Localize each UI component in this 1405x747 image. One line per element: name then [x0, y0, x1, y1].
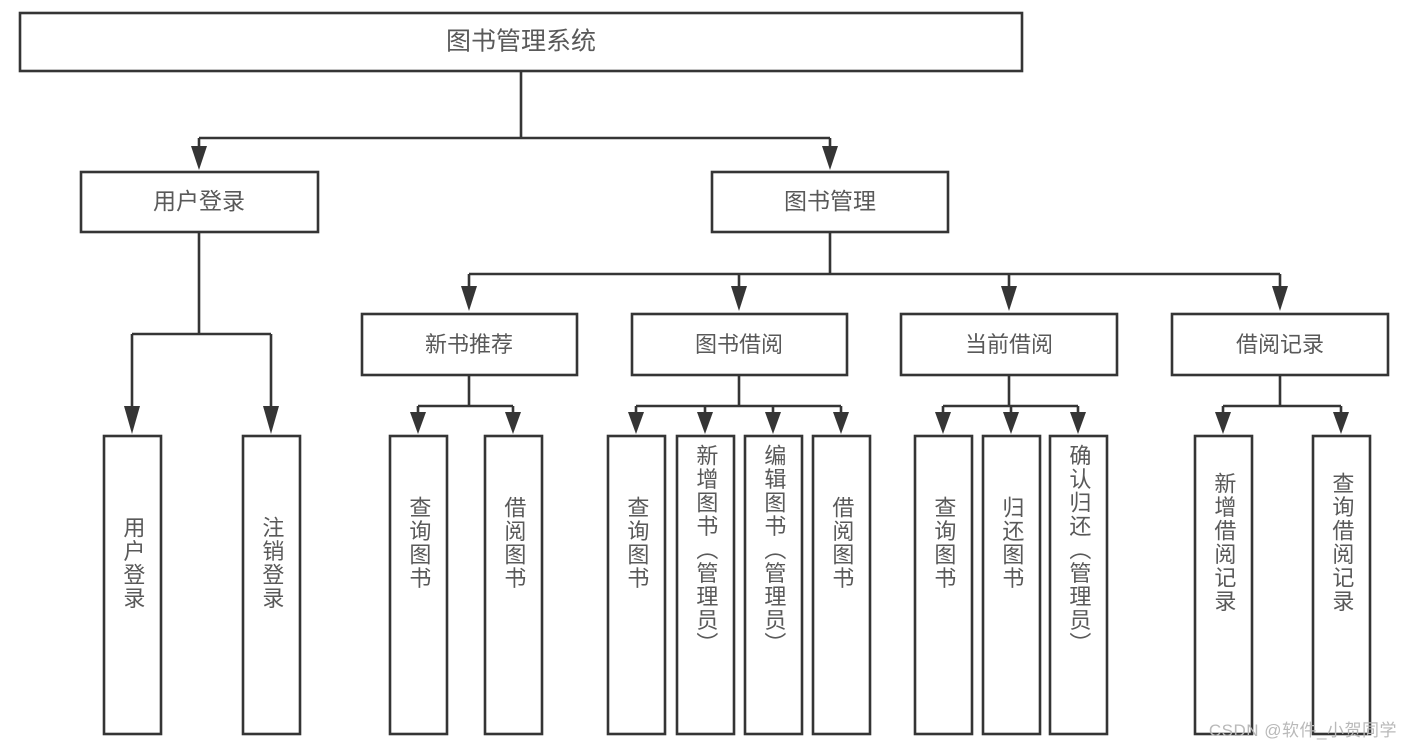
- node-book-management-label: 图书管理: [784, 188, 876, 214]
- arrow-head-cb-leaf-1: [935, 412, 951, 434]
- arrow-head-current-borrow: [1001, 286, 1017, 311]
- csdn-watermark: CSDN @软件_小贺同学: [1208, 721, 1397, 740]
- node-new-book-recommend[interactable]: [360, 312, 579, 377]
- arrow-head-cb-leaf-3: [1070, 412, 1086, 434]
- connector-group-borrow-record: [1215, 375, 1349, 434]
- connector-group-current-borrow: [935, 375, 1086, 434]
- node-leaf-br-add-record[interactable]: [1193, 434, 1254, 736]
- node-user-login-label: 用户登录: [153, 188, 245, 214]
- arrow-head-nbr-leaf-1: [410, 412, 426, 434]
- arrow-head-br-leaf-1: [1215, 412, 1231, 434]
- node-current-borrow[interactable]: [899, 312, 1119, 377]
- node-leaf-user-login[interactable]: [102, 434, 163, 736]
- connector-group-book-mgmt: [461, 232, 1288, 311]
- node-borrow-record-label: 借阅记录: [1236, 332, 1324, 357]
- node-leaf-bb-query-book[interactable]: [606, 434, 667, 736]
- arrow-head-book-mgmt: [822, 146, 838, 170]
- node-leaf-nbr-borrow-book[interactable]: [483, 434, 544, 736]
- node-book-management[interactable]: [710, 170, 950, 234]
- node-new-book-recommend-label: 新书推荐: [425, 332, 513, 357]
- connector-group-root: [191, 71, 838, 170]
- arrow-head-user-login: [191, 146, 207, 170]
- connector-group-book-borrow: [628, 375, 849, 434]
- arrow-head-leaf-logout: [263, 406, 279, 434]
- node-leaf-nbr-query-book[interactable]: [388, 434, 449, 736]
- arrow-head-leaf-user-login: [124, 406, 140, 434]
- arrow-head-bb-leaf-3: [765, 412, 781, 434]
- node-current-borrow-label: 当前借阅: [965, 332, 1053, 357]
- node-leaf-br-query-record[interactable]: [1311, 434, 1372, 736]
- node-borrow-record[interactable]: [1170, 312, 1390, 377]
- arrow-head-nbr-leaf-2: [505, 412, 521, 434]
- connector-group-new-book-recommend: [410, 375, 521, 434]
- arrow-head-bb-leaf-1: [628, 412, 644, 434]
- node-leaf-bb-borrow-book[interactable]: [811, 434, 872, 736]
- node-leaf-cb-confirm-return[interactable]: [1048, 434, 1109, 736]
- arrow-head-bb-leaf-4: [833, 412, 849, 434]
- node-leaf-bb-add-book[interactable]: [675, 434, 736, 736]
- node-book-borrow[interactable]: [630, 312, 849, 377]
- arrow-head-borrow-record: [1272, 286, 1288, 311]
- node-root-system-label: 图书管理系统: [446, 28, 596, 56]
- node-user-login[interactable]: [79, 170, 320, 234]
- node-leaf-cb-return-book[interactable]: [981, 434, 1042, 736]
- arrow-head-bb-leaf-2: [697, 412, 713, 434]
- node-leaf-bb-edit-book[interactable]: [743, 434, 804, 736]
- node-leaf-cb-query-book[interactable]: [913, 434, 974, 736]
- arrow-head-cb-leaf-2: [1003, 412, 1019, 434]
- arrow-head-br-leaf-2: [1333, 412, 1349, 434]
- arrow-head-book-borrow: [731, 286, 747, 311]
- arrow-head-new-book-recommend: [461, 286, 477, 311]
- connector-group-user-login: [124, 232, 279, 434]
- node-book-borrow-label: 图书借阅: [695, 332, 783, 357]
- node-root-system[interactable]: [18, 11, 1024, 73]
- node-leaf-logout[interactable]: [241, 434, 302, 736]
